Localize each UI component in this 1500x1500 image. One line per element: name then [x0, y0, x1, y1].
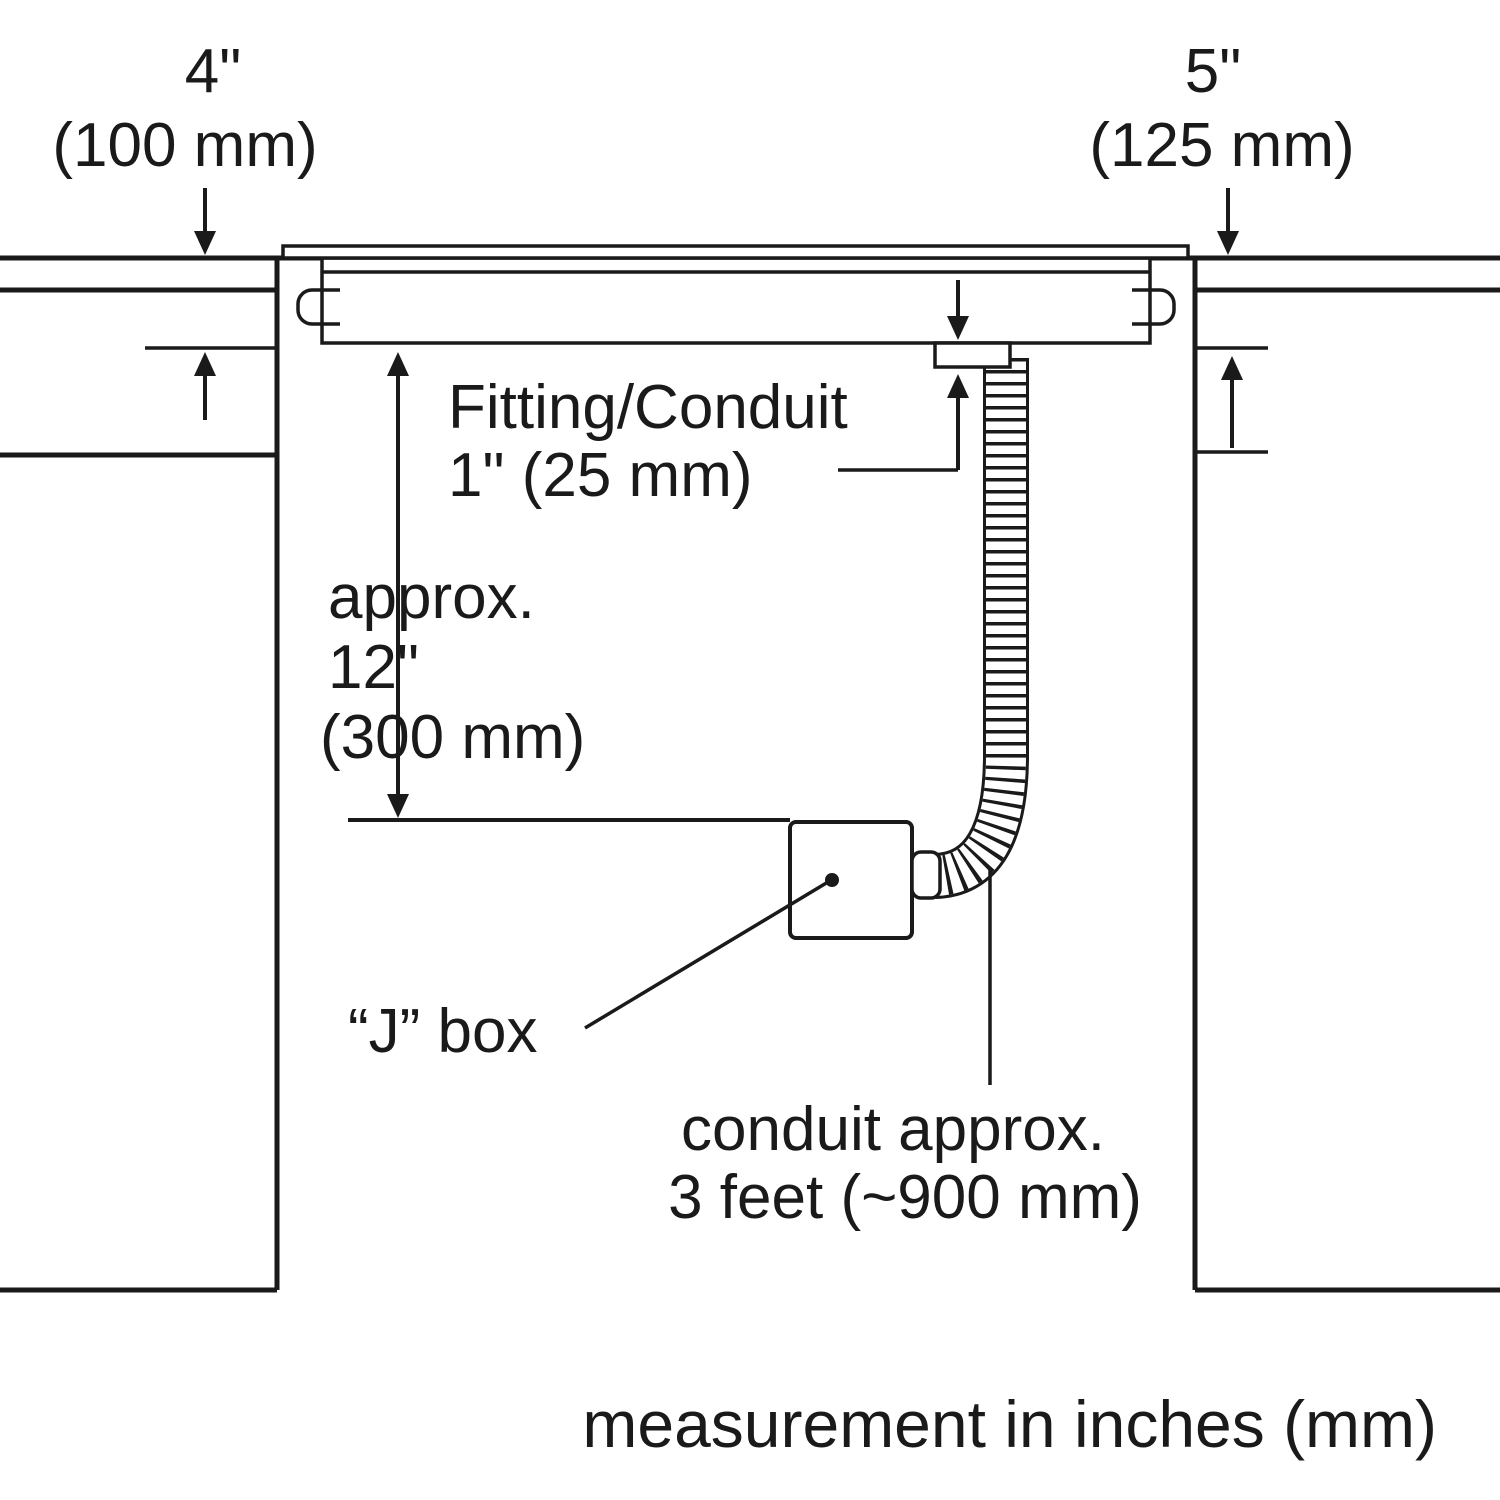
dim-left-metric: (100 mm) [52, 111, 317, 180]
flex-conduit-body [933, 358, 1026, 896]
fitting-label-line1: Fitting/Conduit [448, 373, 848, 442]
conduit-label-line2: 3 feet (~900 mm) [668, 1163, 1142, 1232]
depth-dimension-arrow [348, 352, 790, 822]
depth-label-line3: (300 mm) [320, 703, 585, 772]
junction-box [788, 820, 914, 940]
conduit-label-line1: conduit approx. [681, 1095, 1105, 1164]
flex-conduit-ribs [933, 358, 1026, 896]
fitting-down-arrow [947, 280, 969, 340]
flex-conduit [933, 358, 1029, 899]
footer-note: measurement in inches (mm) [582, 1387, 1437, 1461]
depth-label-line2: 12" [328, 633, 419, 702]
dim-left-arrow [194, 188, 216, 255]
mounting-hook-right [1132, 288, 1176, 326]
jbox-label: “J” box [348, 997, 537, 1066]
dim-right-metric: (125 mm) [1089, 111, 1354, 180]
junction-box-tab [910, 850, 942, 900]
fitting-label-line2: 1" (25 mm) [448, 441, 753, 510]
dim-left-value: 4" [185, 37, 242, 106]
dim-right-value: 5" [1185, 37, 1242, 106]
jbox-leader-line [584, 880, 829, 1030]
mounting-hook-left [296, 288, 340, 326]
dim-right-arrow [1217, 188, 1239, 255]
fitting-up-arrow [838, 374, 969, 472]
junction-box-dot [825, 873, 839, 887]
left-clearance-arrow [194, 352, 216, 420]
cooktop-flange [281, 244, 1190, 260]
conduit-fitting [933, 341, 1012, 369]
depth-label-line1: approx. [328, 563, 535, 632]
right-clearance-arrow [1221, 356, 1243, 448]
